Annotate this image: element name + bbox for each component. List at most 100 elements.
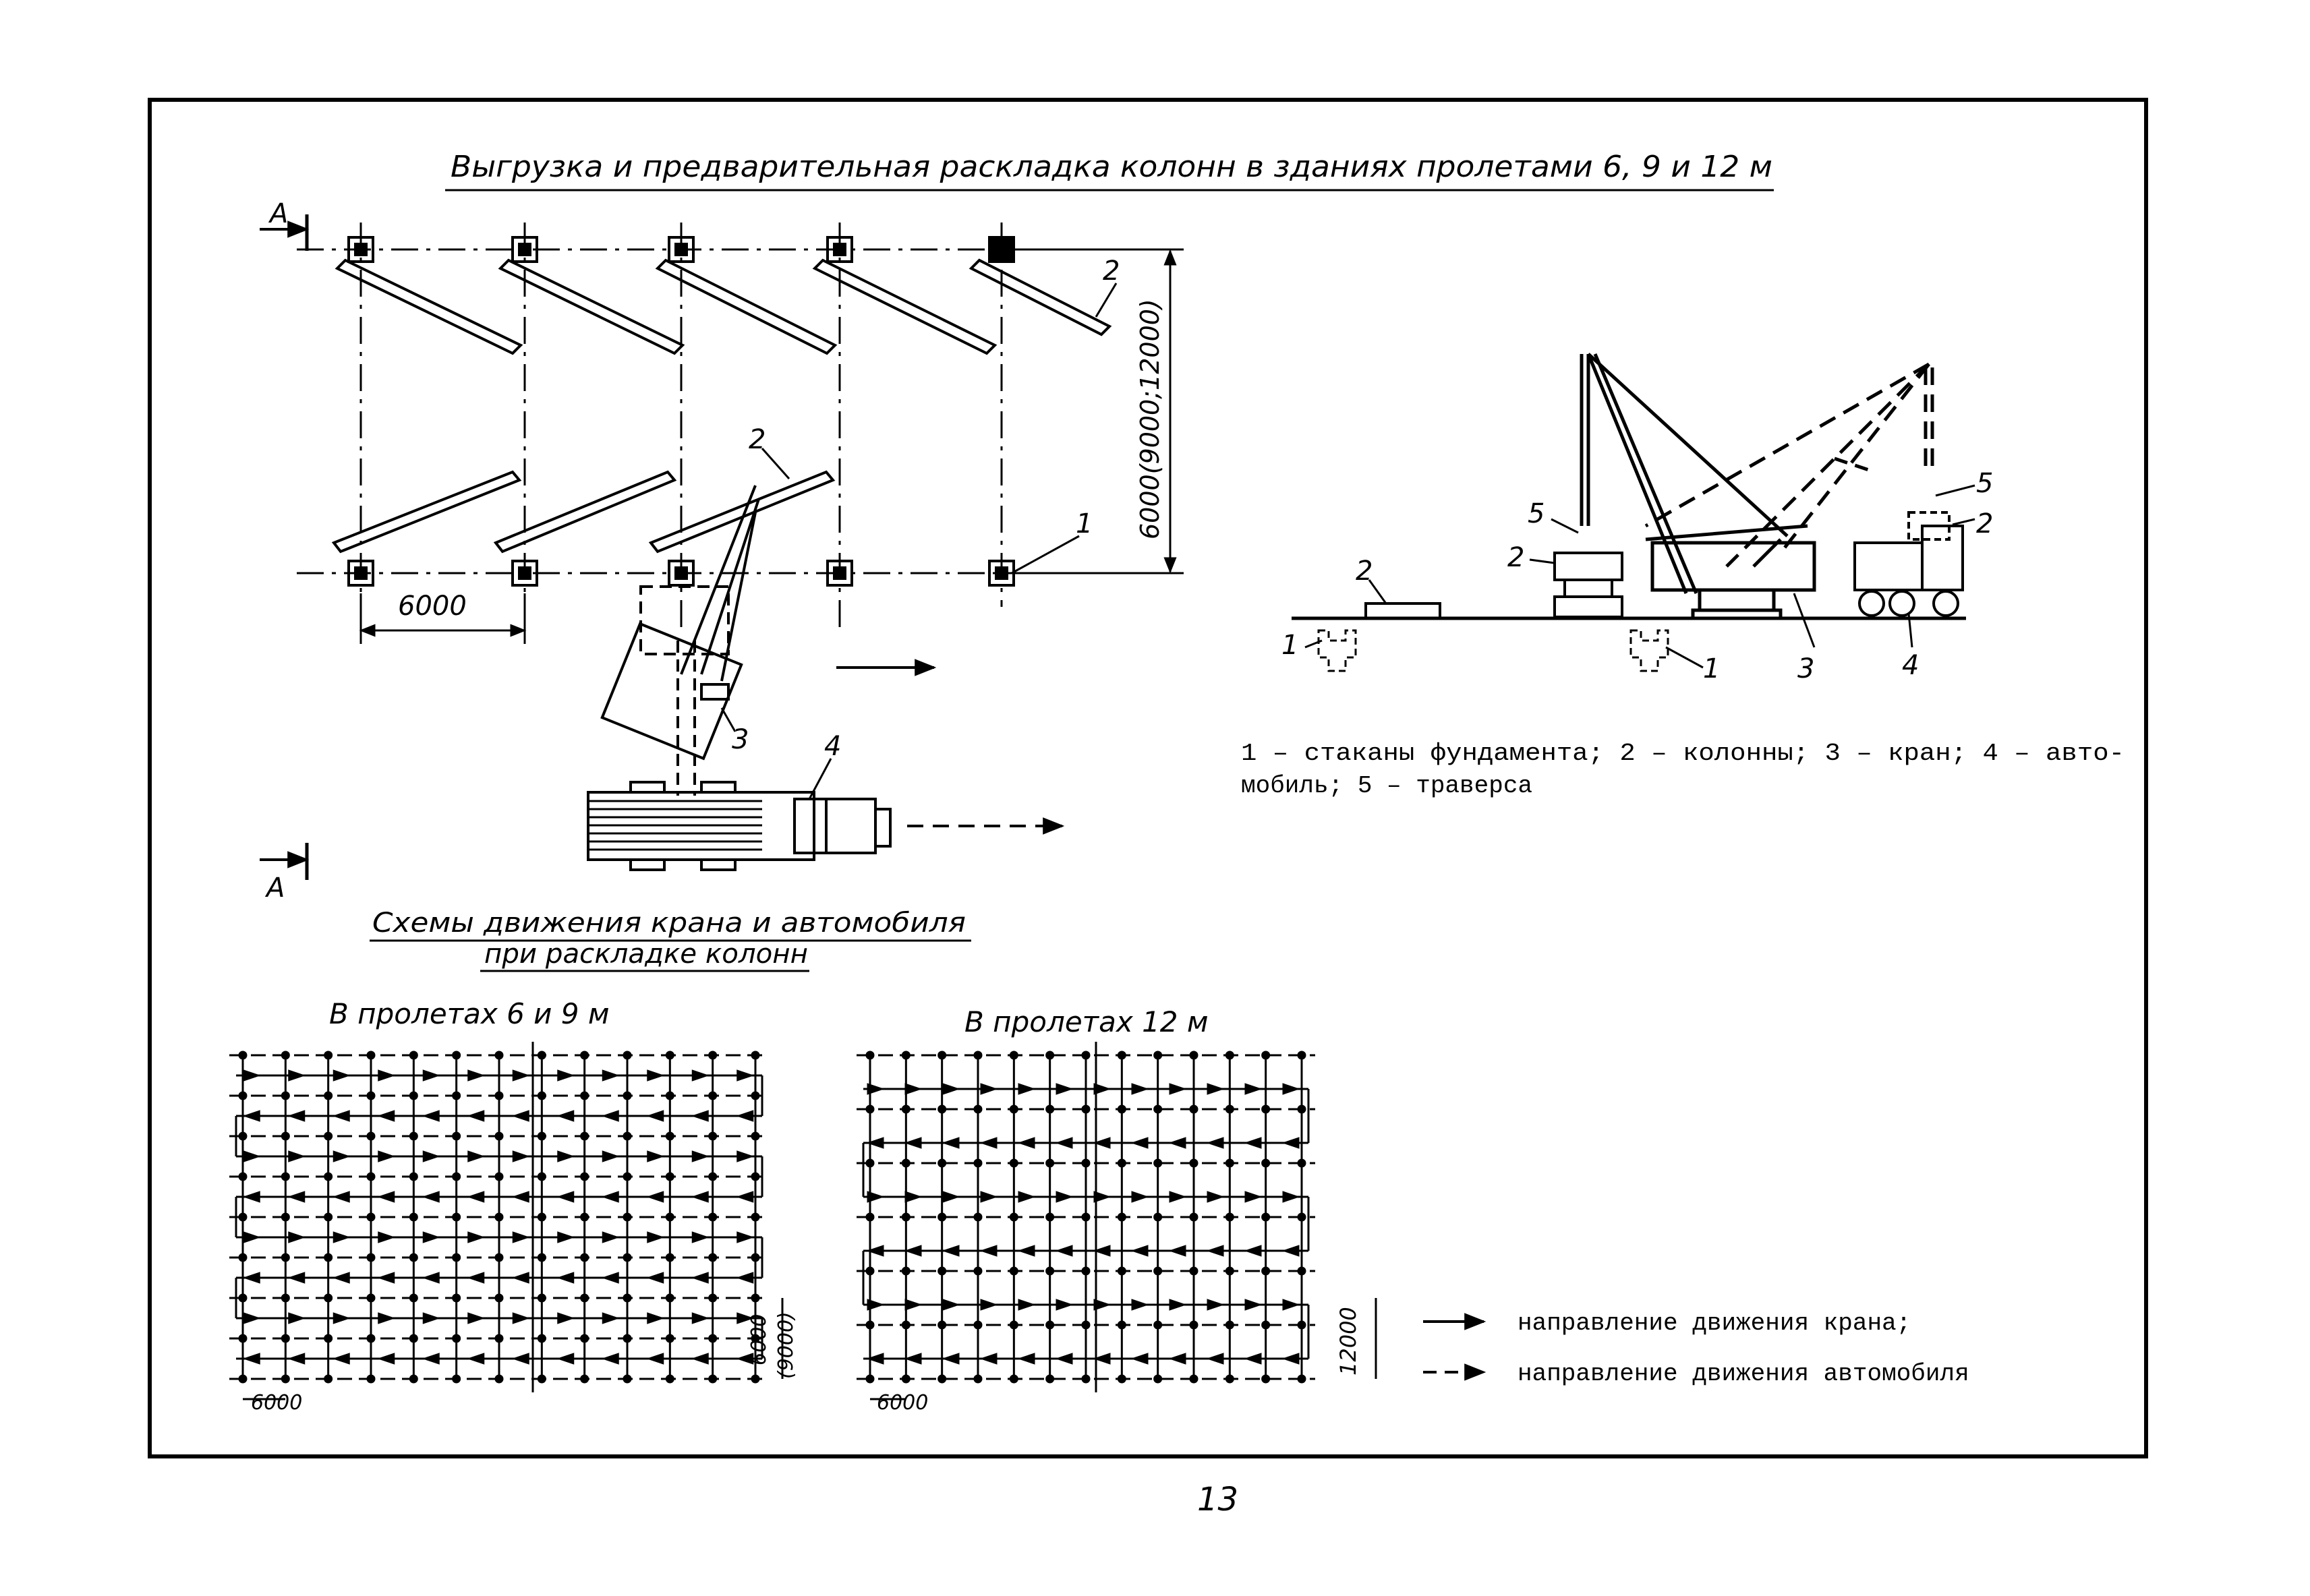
grid-node xyxy=(751,1091,760,1100)
direction-arrow xyxy=(377,1272,395,1284)
grid-node xyxy=(623,1374,632,1384)
grid-node xyxy=(865,1320,875,1330)
direction-arrow xyxy=(243,1231,261,1243)
grid-node xyxy=(1045,1051,1055,1060)
grid-node xyxy=(973,1051,983,1060)
grid-node xyxy=(1153,1374,1163,1384)
grid-node xyxy=(708,1212,718,1222)
grid-node xyxy=(494,1131,504,1141)
direction-arrow xyxy=(1055,1137,1073,1149)
grid-node xyxy=(1009,1104,1018,1114)
grid-node xyxy=(409,1091,418,1100)
grid-node xyxy=(537,1131,546,1141)
direction-arrow xyxy=(556,1110,575,1122)
direction-arrow xyxy=(646,1191,664,1203)
grid-node xyxy=(1153,1212,1163,1222)
direction-arrow xyxy=(378,1231,396,1243)
drawing-frame xyxy=(148,98,2148,1458)
elevation-crane xyxy=(1580,353,1934,620)
direction-arrow xyxy=(867,1191,885,1203)
grid-node xyxy=(973,1212,983,1222)
direction-arrow xyxy=(333,1231,351,1243)
grid-node xyxy=(901,1212,911,1222)
direction-arrow xyxy=(1018,1083,1036,1095)
direction-arrow xyxy=(691,1312,710,1324)
grid-node xyxy=(409,1131,418,1141)
grid-node xyxy=(1189,1158,1199,1168)
grid-node xyxy=(1261,1266,1271,1276)
direction-arrow xyxy=(287,1272,306,1284)
direction-arrow xyxy=(647,1069,665,1082)
direction-arrow xyxy=(378,1150,396,1162)
direction-arrow xyxy=(1056,1083,1074,1095)
grid-node xyxy=(537,1172,546,1181)
grid-node xyxy=(973,1266,983,1276)
grid-node xyxy=(580,1131,589,1141)
grid-node xyxy=(537,1374,546,1384)
direction-arrow xyxy=(422,1312,440,1324)
direction-arrow xyxy=(242,1272,260,1284)
direction-arrow xyxy=(602,1231,620,1243)
grid-node xyxy=(901,1051,911,1060)
direction-arrow xyxy=(647,1150,665,1162)
grid-node xyxy=(580,1334,589,1343)
direction-arrow xyxy=(1017,1137,1035,1149)
elev-callout-2-truck: 2 xyxy=(1976,508,1993,539)
grid-node xyxy=(1081,1158,1091,1168)
direction-arrow xyxy=(1130,1245,1149,1257)
grid-node xyxy=(452,1374,461,1384)
direction-arrow xyxy=(646,1110,664,1122)
direction-arrow xyxy=(1093,1137,1111,1149)
direction-arrow xyxy=(288,1150,306,1162)
dim-step-label: 6000 xyxy=(398,591,467,622)
direction-arrow xyxy=(736,1110,754,1122)
direction-arrow xyxy=(467,1191,485,1203)
grid-node xyxy=(452,1253,461,1262)
grid-node xyxy=(452,1172,461,1181)
grid-node xyxy=(1045,1266,1055,1276)
grid-node xyxy=(665,1374,674,1384)
direction-arrow xyxy=(979,1353,998,1365)
grid-node xyxy=(537,1212,546,1222)
direction-arrow xyxy=(422,1191,440,1203)
grid-node xyxy=(537,1293,546,1303)
direction-arrow xyxy=(1282,1299,1300,1311)
grid-node xyxy=(1261,1158,1271,1168)
grid-node xyxy=(708,1172,718,1181)
grid-node xyxy=(409,1293,418,1303)
scheme-left-grid xyxy=(229,1042,784,1400)
direction-arrow xyxy=(942,1137,960,1149)
grid-node xyxy=(901,1374,911,1384)
foundation-sockets xyxy=(347,236,1015,587)
direction-arrow xyxy=(691,1150,710,1162)
direction-arrow xyxy=(288,1231,306,1243)
plan-callout-3: 3 xyxy=(732,724,749,755)
elev-callout-3: 3 xyxy=(1797,653,1814,684)
direction-arrow xyxy=(736,1272,754,1284)
direction-arrow xyxy=(1207,1299,1225,1311)
direction-arrow xyxy=(1130,1353,1149,1365)
grid-node xyxy=(1081,1266,1091,1276)
plan-dimensions xyxy=(359,248,1184,644)
grid-node xyxy=(1225,1158,1234,1168)
grid-node xyxy=(494,1293,504,1303)
direction-arrow xyxy=(979,1137,998,1149)
grid-node xyxy=(580,1172,589,1181)
grid-node xyxy=(865,1051,875,1060)
grid-node xyxy=(1189,1051,1199,1060)
grid-node xyxy=(281,1253,290,1262)
elev-callout-1-left: 1 xyxy=(1281,630,1298,661)
grid-node xyxy=(324,1253,333,1262)
direction-arrow xyxy=(333,1312,351,1324)
direction-arrow xyxy=(691,1069,710,1082)
grid-node xyxy=(1153,1051,1163,1060)
direction-arrow xyxy=(1131,1083,1149,1095)
grid-node xyxy=(1081,1374,1091,1384)
direction-arrow xyxy=(467,1353,485,1365)
direction-arrow xyxy=(467,1312,486,1324)
grid-node xyxy=(366,1172,376,1181)
scheme-right-grid xyxy=(857,1042,1377,1400)
elev-callout-4: 4 xyxy=(1902,650,1919,681)
direction-arrow xyxy=(942,1299,960,1311)
direction-arrow xyxy=(737,1231,755,1243)
